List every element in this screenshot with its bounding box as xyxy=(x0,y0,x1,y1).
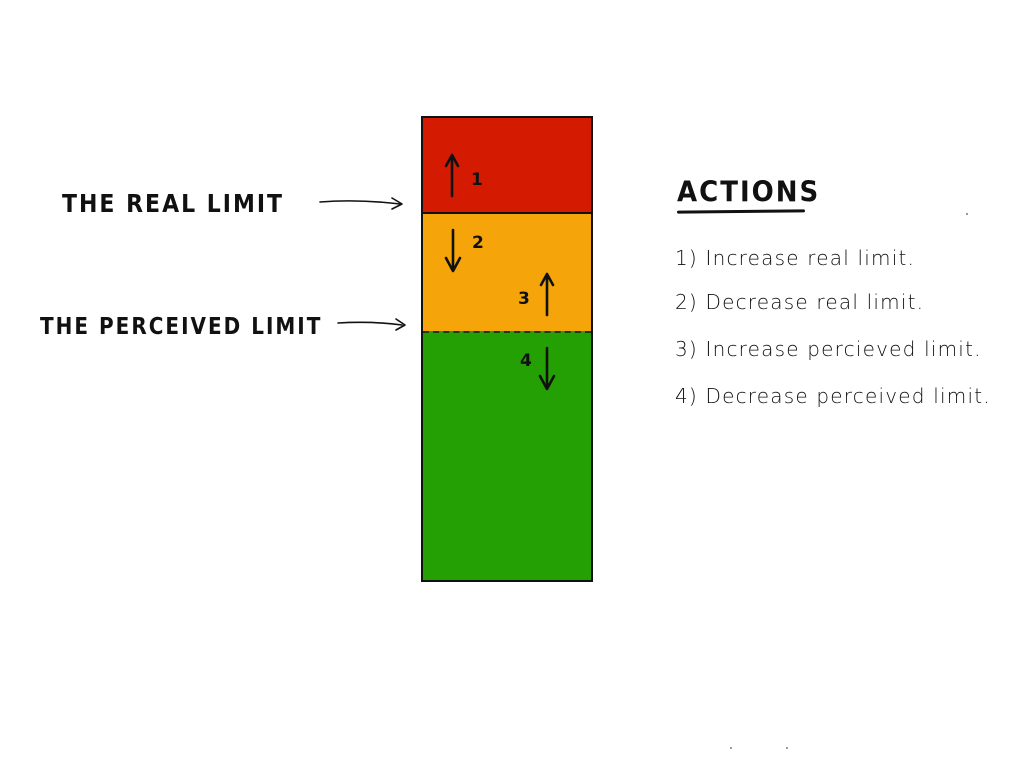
segment-below-perceived-limit xyxy=(423,331,591,580)
action-item-2: 2) Decrease real limit. xyxy=(675,290,925,314)
real-limit-arrow-icon xyxy=(319,197,403,210)
actions-title-underline xyxy=(676,209,806,214)
arrow-up-icon xyxy=(444,153,460,198)
stray-dot xyxy=(730,747,732,749)
arrow-down-icon xyxy=(444,228,462,273)
perceived-limit-arrow-icon xyxy=(337,318,406,331)
action-item-4: 4) Decrease perceived limit. xyxy=(675,384,991,408)
action-item-3: 3) Increase percieved limit. xyxy=(675,337,982,361)
actions-title: ACTIONS xyxy=(677,176,821,209)
action-item-1: 1) Increase real limit. xyxy=(675,246,916,270)
arrow-down-icon xyxy=(538,346,556,391)
segment-between-limits xyxy=(423,214,591,331)
real-limit-label: THE REAL LIMIT xyxy=(62,190,285,219)
arrow-up-icon xyxy=(539,272,555,317)
marker-number-3: 3 xyxy=(518,289,530,309)
marker-number-1: 1 xyxy=(471,170,483,190)
stray-dot xyxy=(786,747,788,749)
marker-number-4: 4 xyxy=(520,351,532,371)
perceived-limit-label: THE PERCEIVED LIMIT xyxy=(40,312,323,340)
stray-dot xyxy=(966,213,968,215)
marker-number-2: 2 xyxy=(472,233,484,253)
limit-bar xyxy=(421,116,593,582)
